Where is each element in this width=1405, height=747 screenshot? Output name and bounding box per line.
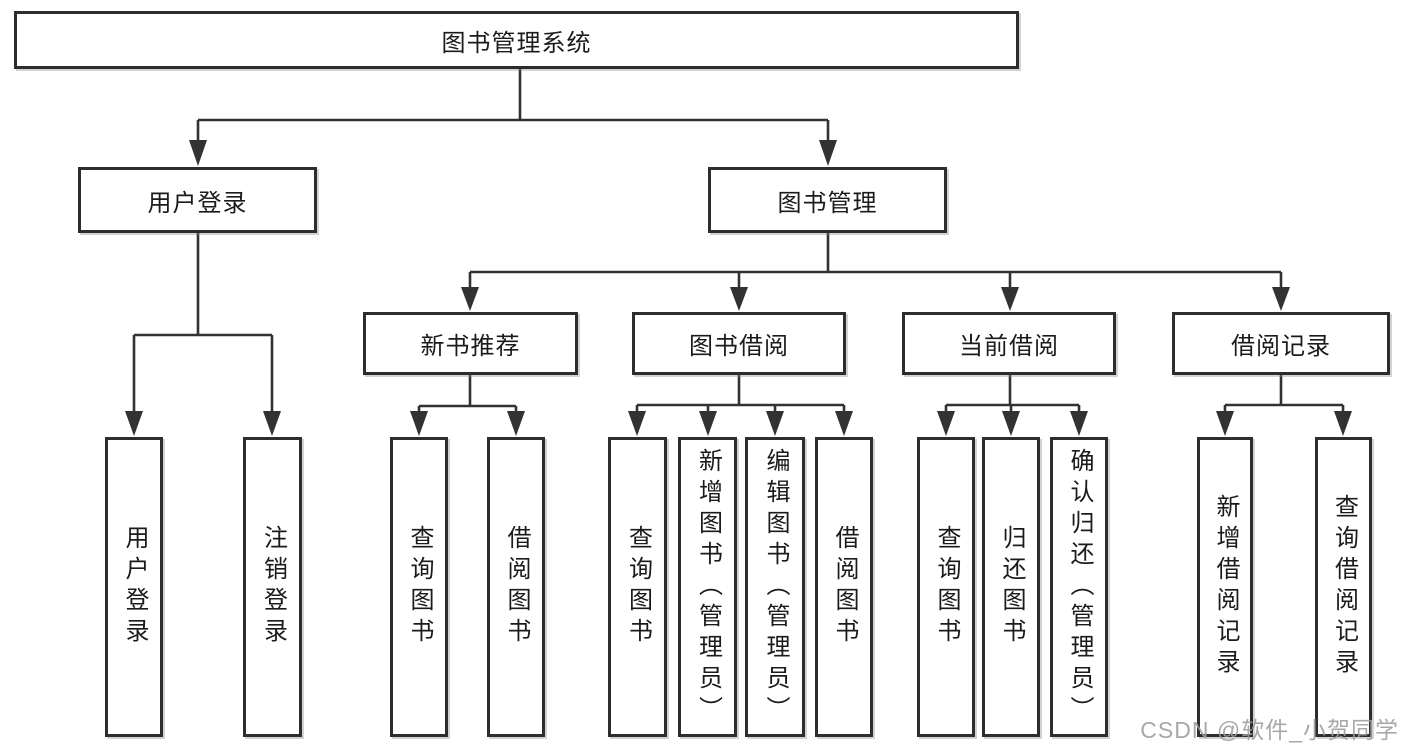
arrowhead	[766, 411, 784, 436]
node-label: 新书推荐	[420, 333, 521, 360]
leaf-add-books-admin: 新增图书（管理员）	[678, 437, 737, 737]
arrowhead	[461, 287, 479, 311]
node-label: 图书管理	[777, 189, 878, 217]
node-label: 借阅记录	[1231, 333, 1331, 360]
leaf-edit-books-admin: 编辑图书（管理员）	[745, 437, 805, 737]
arrowhead	[1001, 287, 1019, 311]
node-label: 图书借阅	[689, 333, 789, 360]
arrowhead	[263, 411, 281, 436]
arrowhead	[1272, 287, 1290, 311]
node-borrowing-records: 借阅记录	[1172, 312, 1390, 375]
node-book-management: 图书管理	[708, 167, 947, 233]
arrowhead	[1334, 411, 1352, 436]
node-label: 当前借阅	[959, 333, 1059, 360]
connector-new-book-group	[417, 375, 518, 414]
leaf-query-books-recommend: 查询图书	[390, 437, 448, 737]
arrowhead	[1216, 411, 1234, 436]
connector-book-borrowing-group	[635, 375, 846, 414]
arrowhead	[819, 140, 837, 166]
node-label: 新增借阅记录	[1212, 494, 1239, 680]
leaf-borrow-books: 借阅图书	[815, 437, 873, 737]
node-label: 借阅图书	[503, 525, 530, 649]
node-label: 注销登录	[259, 525, 287, 649]
node-library-management-system: 图书管理系统	[14, 11, 1019, 69]
connector-root-to-level2	[196, 69, 830, 142]
arrowhead	[699, 411, 717, 436]
node-label: 用户登录	[121, 525, 148, 649]
node-label: 查询图书	[406, 525, 433, 649]
leaf-confirm-return-admin: 确认归还（管理员）	[1050, 437, 1108, 737]
arrowhead	[507, 411, 525, 436]
arrowhead	[1070, 411, 1088, 436]
node-current-borrowing: 当前借阅	[902, 312, 1116, 375]
node-label: 编辑图书（管理员）	[762, 447, 789, 727]
arrowhead	[125, 411, 143, 436]
connector-user-login-branch	[132, 233, 274, 414]
arrowhead	[835, 411, 853, 436]
leaf-borrow-books-recommend: 借阅图书	[487, 437, 545, 737]
arrowhead	[937, 411, 955, 436]
node-label: 查询图书	[933, 525, 960, 649]
node-book-borrowing: 图书借阅	[632, 312, 846, 375]
node-label: 确认归还（管理员）	[1066, 447, 1093, 727]
connector-book-management-branch	[468, 233, 1283, 289]
leaf-logout-login: 注销登录	[243, 437, 302, 737]
node-new-book-recommendation: 新书推荐	[363, 312, 578, 375]
arrowhead	[410, 411, 428, 436]
node-user-login: 用户登录	[78, 167, 317, 233]
leaf-add-borrow-record: 新增借阅记录	[1197, 437, 1253, 737]
node-label: 查询借阅记录	[1330, 494, 1358, 680]
arrowhead	[628, 411, 646, 436]
watermark: CSDN @软件_小贺同学	[1140, 717, 1399, 743]
arrowhead	[730, 287, 748, 311]
leaf-user-login: 用户登录	[105, 437, 163, 737]
leaf-query-borrow-record: 查询借阅记录	[1315, 437, 1372, 737]
node-label: 归还图书	[998, 525, 1025, 649]
leaf-return-books: 归还图书	[982, 437, 1040, 737]
node-label: 图书管理系统	[441, 29, 592, 57]
node-label: 借阅图书	[831, 525, 858, 649]
leaf-query-books-borrowing: 查询图书	[608, 437, 667, 737]
node-label: 用户登录	[147, 189, 248, 217]
connector-current-borrowing-group	[944, 375, 1081, 414]
node-label: 查询图书	[624, 525, 652, 649]
arrowhead	[1002, 411, 1020, 436]
leaf-query-books-current: 查询图书	[917, 437, 975, 737]
arrowhead	[189, 140, 207, 166]
node-label: 新增图书（管理员）	[694, 447, 722, 727]
connector-borrowing-records-group	[1223, 375, 1345, 414]
